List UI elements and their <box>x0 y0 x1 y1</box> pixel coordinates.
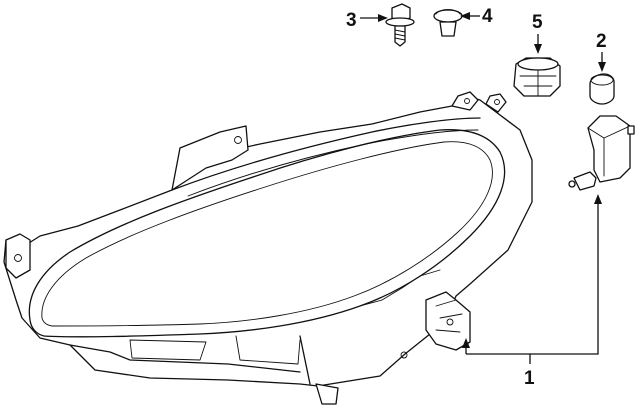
push-clip-icon <box>433 9 463 37</box>
bulb-and-socket-icon <box>568 115 635 191</box>
bulb-socket-icon <box>513 57 561 97</box>
bulb-socket-cap-icon <box>589 73 615 105</box>
callout-2-label: 2 <box>596 31 607 52</box>
callout-5-label: 5 <box>532 12 543 33</box>
callout-1-leader <box>462 194 602 364</box>
headlamp-assembly-icon <box>3 91 533 405</box>
callout-3-leader <box>360 14 388 22</box>
callout-1-label: 1 <box>524 368 535 389</box>
callout-4-leader <box>460 12 480 20</box>
callout-5-leader <box>534 34 542 54</box>
bolt-with-washer-icon <box>385 3 415 47</box>
callout-2-leader <box>598 52 606 72</box>
callout-4-label: 4 <box>482 6 493 27</box>
callout-3-label: 3 <box>346 10 357 31</box>
